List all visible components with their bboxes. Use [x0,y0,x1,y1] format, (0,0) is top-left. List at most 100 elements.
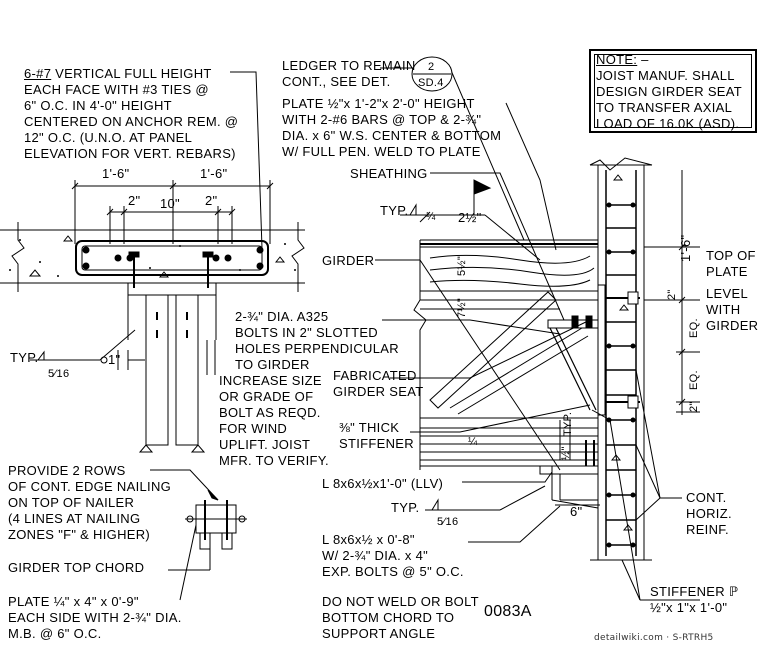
typ-label-mid: TYP. [391,500,420,515]
angle-llv-note: L 8x6x½x1'-0" (LLV) [322,476,444,491]
typ-weld-symbol-top [400,203,541,261]
typ-small-label: TYP. [562,411,574,436]
typ-weld-symbol-mid [425,485,546,511]
dim-c: 2" [205,193,218,208]
dim-right-top: 1'-6" [678,234,693,262]
typ-weld-symbol-left [30,329,216,375]
note-box [589,49,757,133]
watermark: detailwiki.com · S-RTRH5 [594,633,714,643]
plate-note-line2: WITH 2-#6 BARS @ TOP & 2-¾" [282,112,482,127]
typ-label-left: TYP. [10,350,39,365]
note-title: NOTE: [596,52,638,67]
detail-number: 2 [428,61,435,73]
do-not-weld-line3: SUPPORT ANGLE [322,626,436,641]
girder-timber [419,239,599,292]
note-box-line1: JOIST MANUF. SHALL [596,68,735,83]
bolts-note-line2: BOLTS IN 2" SLOTTED [235,325,378,340]
joist-girder-section [413,240,599,470]
level-with-line1: LEVEL [706,286,748,301]
plate-note-line1: PLATE ½"x 1'-2"x 2'-0" HEIGHT [282,96,475,111]
do-not-weld-line1: DO NOT WELD OR BOLT [322,594,479,609]
bolts-note-line3: HOLES PERPENDICULAR [235,341,399,356]
stiffener-plate-line1: STIFFENER ℙ [650,584,739,599]
weld-size-mid: 5⁄16 [437,516,459,528]
dim-right-two-b: 2" [688,401,700,412]
rebar-note-line4: CENTERED ON ANCHOR REM. @ [24,114,239,129]
level-with-line3: GIRDER [706,318,759,333]
rebar-note-line3: 6" O.C. IN 4'-0" HEIGHT [24,98,172,113]
girder-top-chord-label: GIRDER TOP CHORD [8,560,145,575]
plate-bottom-line3: M.B. @ 6" O.C. [8,626,102,641]
cont-horiz-line1: CONT. [686,490,727,505]
dim-right-two-a: 2" [666,289,678,300]
sheathing-label: SHEATHING [350,166,428,181]
weld-size-top: ¼ [426,211,436,223]
detail-sheet: SD.4 [418,77,444,89]
nailing-line1: PROVIDE 2 ROWS [8,463,126,478]
nailer-detail [150,469,247,601]
weld-quarter: ¼ [468,436,478,448]
dim-left-span: 1'-6" [102,166,130,181]
dim-girder-d1: 5½" [456,255,468,276]
bolts-note-line9: UPLIFT. JOIST [219,437,311,452]
detail-bubble [411,56,453,92]
rebar-note-line5: 12" O.C. (U.N.O. AT PANEL [24,130,193,145]
detail-id: 0083A [484,603,532,620]
steel-angles [539,440,599,509]
plate-bottom-line1: PLATE ¼" x 4" x 0'-9" [8,594,139,609]
weld-length-top: 2½" [458,210,482,225]
note-dash: – [637,52,649,67]
dim-half-inch: ½" [560,446,572,460]
girder-chord-plan [138,294,206,453]
ledger-line1: LEDGER TO REMAIN [282,58,416,73]
angle-bolts-line2: W/ 2-¾" DIA. x 4" [322,548,429,563]
top-dimension-lines [71,180,274,244]
bolts-note-line10: MFR. TO VERIFY. [219,453,329,468]
rebar-note-line1: VERTICAL FULL HEIGHT [51,66,212,81]
plate-bottom-line2: EACH SIDE WITH 2-¾" DIA. [8,610,182,625]
plate-note-line3: DIA. x 6" W.S. CENTER & BOTTOM [282,128,502,143]
nailing-line4: (4 LINES AT NAILING [8,511,141,526]
dim-six-inch: 6" [570,504,583,519]
dim-one-inch: 1" [108,352,121,367]
note-box-line3: TO TRANSFER AXIAL [596,100,733,115]
cont-horiz-line3: REINF. [686,522,729,537]
angle-bolts-line1: L 8x6x½ x 0'-8" [322,532,415,547]
embed-plate-plan [127,282,217,340]
top-of-plate-line1: TOP OF [706,248,756,263]
nailing-line5: ZONES "F" & HIGHER) [8,527,151,542]
angle-bolts-line3: EXP. BOLTS @ 5" O.C. [322,564,464,579]
dim-girder-d2: 7½" [456,297,468,318]
girder-label: GIRDER [322,253,375,268]
fab-seat-line2: GIRDER SEAT [333,384,424,399]
dim-right-eq-a: EQ. [688,318,700,338]
bolts-note-line4: TO GIRDER [235,357,310,372]
nailing-line2: OF CONT. EDGE NAILING [8,479,172,494]
concrete-beam-plan [0,222,305,292]
top-of-plate-line2: PLATE [706,264,748,279]
nailing-line3: ON TOP OF NAILER [8,495,135,510]
dim-a: 2" [128,193,141,208]
stiffener-note-line2: STIFFENER [339,436,414,451]
fab-seat-line1: FABRICATED [333,368,417,383]
do-not-weld-line2: BOTTOM CHORD TO [322,610,455,625]
bolts-note-line1: 2-¾" DIA. A325 [235,309,329,324]
level-with-line2: WITH [706,302,741,317]
vertical-rebar-note: 6-#7 VERTICAL FULL HEIGHT [24,66,212,82]
rebar-callout: 6-#7 [24,66,52,81]
rebar-note-line6: ELEVATION FOR VERT. REBARS) [24,146,236,161]
plate-note-line4: W/ FULL PEN. WELD TO PLATE [282,144,481,159]
note-box-line4: LOAD OF 16.0K (ASD). [596,116,740,131]
bolts-note-line5: INCREASE SIZE [219,373,322,388]
dim-b: 10" [160,196,180,211]
right-dimension-lines [555,170,700,506]
note-box-line2: DESIGN GIRDER SEAT [596,84,743,99]
dim-right-eq-b: EQ. [688,370,700,390]
bolts-note-line6: OR GRADE OF [219,389,314,404]
stiffener-note-line1: ⅜" THICK [339,420,400,435]
ledger-line2: CONT., SEE DET. [282,74,391,89]
stiffener-plate-line2: ½"x 1"x 1'-0" [650,600,728,615]
bolts-note-line7: BOLT AS REQD. [219,405,321,420]
cont-horiz-line2: HORIZ. [686,506,732,521]
